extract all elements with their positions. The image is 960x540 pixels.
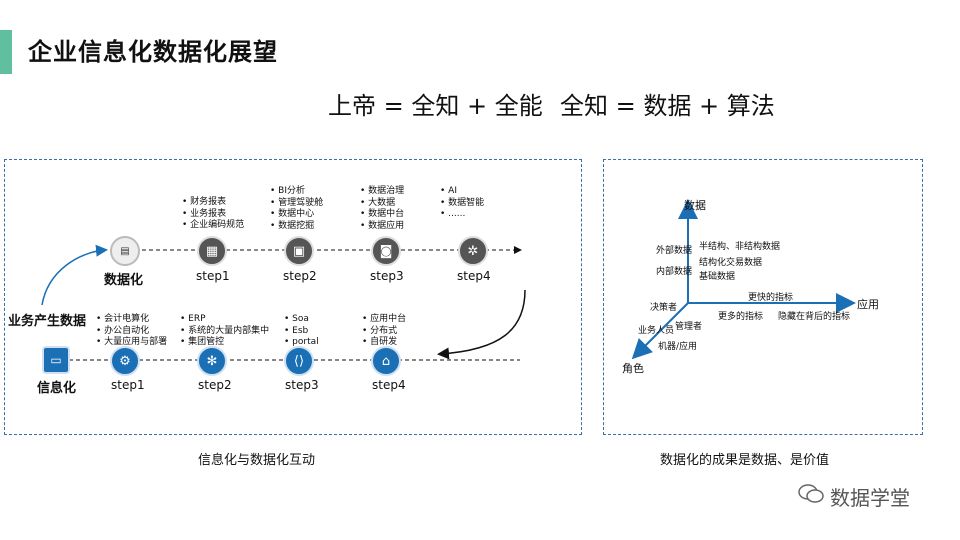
interaction-caption: 信息化与数据化互动 — [198, 453, 316, 468]
report-icon: ▦ — [197, 236, 227, 266]
wechat-icon — [798, 484, 824, 504]
list-item: ...... — [440, 209, 484, 221]
data-item-structured: 结构化交易数据 — [699, 258, 763, 268]
formula-omniscience: 全知 = 数据 + 算法 — [560, 92, 775, 120]
list-item: 办公自动化 — [96, 326, 167, 338]
value-panel — [603, 159, 923, 435]
gear-icon: ⚙ — [110, 346, 140, 376]
data-item-internal: 内部数据 — [656, 267, 693, 277]
list-item: 应用中台 — [362, 314, 406, 326]
list-item: AI — [440, 186, 484, 198]
role-item-machine: 机器/应用 — [658, 342, 698, 352]
list-item: 管理驾驶舱 — [270, 198, 323, 210]
role-item-manager: 管理者 — [675, 322, 703, 332]
digitization-step2-list: BI分析 管理驾驶舱 数据中心 数据挖掘 — [270, 186, 323, 232]
list-item: 集团管控 — [180, 337, 269, 349]
app-item-faster: 更快的指标 — [748, 293, 794, 303]
digitization-step1-label: step1 — [196, 269, 230, 283]
data-item-basic: 基础数据 — [699, 272, 736, 282]
informatization-step1-label: step1 — [111, 378, 145, 392]
digitization-step3-label: step3 — [370, 269, 404, 283]
list-item: 数据中台 — [360, 209, 404, 221]
role-item-decision: 决策者 — [650, 303, 678, 313]
formula-god: 上帝 = 全知 + 全能 — [328, 92, 543, 120]
list-item: 数据应用 — [360, 221, 404, 233]
axis-data-label: 数据 — [684, 199, 706, 212]
informatization-step3-label: step3 — [285, 378, 319, 392]
informatization-label: 信息化 — [37, 381, 77, 396]
business-data-label: 业务产生数据 — [8, 314, 87, 329]
list-item: 自研发 — [362, 337, 406, 349]
list-item: 财务报表 — [182, 197, 244, 209]
list-item: 数据中心 — [270, 209, 323, 221]
list-item: 数据挖掘 — [270, 221, 323, 233]
informatization-step2-label: step2 — [198, 378, 232, 392]
ai-gear-icon: ✲ — [458, 236, 488, 266]
list-item: Esb — [284, 326, 319, 338]
title-accent-bar — [0, 30, 12, 74]
app-item-more: 更多的指标 — [718, 312, 764, 322]
axis-role-label: 角色 — [622, 362, 644, 375]
data-item-external: 外部数据 — [656, 246, 693, 256]
data-platform-icon: ◙ — [371, 236, 401, 266]
list-item: BI分析 — [270, 186, 323, 198]
code-file-icon: ⟨⟩ — [284, 346, 314, 376]
list-item: Soa — [284, 314, 319, 326]
interaction-panel — [4, 159, 582, 435]
informatization-step4-list: 应用中台 分布式 自研发 — [362, 314, 406, 349]
digitization-step1-list: 财务报表 业务报表 企业编码规范 — [182, 197, 244, 232]
list-item: 企业编码规范 — [182, 220, 244, 232]
snowflake-icon: ✻ — [197, 346, 227, 376]
informatization-step1-list: 会计电算化 办公自动化 大量应用与部署 — [96, 314, 167, 349]
data-item-unstructured: 半结构、非结构数据 — [699, 242, 781, 252]
digitization-doc-icon: ▤ — [110, 236, 140, 266]
role-item-staff: 业务人员 — [638, 326, 675, 336]
watermark-text: 数据学堂 — [830, 486, 910, 510]
list-item: ERP — [180, 314, 269, 326]
digitization-step4-list: AI 数据智能 ...... — [440, 186, 484, 221]
informatization-step4-label: step4 — [372, 378, 406, 392]
list-item: 分布式 — [362, 326, 406, 338]
list-item: 大量应用与部署 — [96, 337, 167, 349]
app-item-hidden: 隐藏在背后的指标 — [778, 312, 851, 322]
informatization-step2-list: ERP 系统的大量内部集中 集团管控 — [180, 314, 269, 349]
digitization-step4-label: step4 — [457, 269, 491, 283]
list-item: 会计电算化 — [96, 314, 167, 326]
list-item: portal — [284, 337, 318, 349]
list-item: 数据智能 — [440, 198, 484, 210]
axis-app-label: 应用 — [857, 298, 879, 311]
list-item: 业务报表 — [182, 209, 244, 221]
computer-icon: ▭ — [42, 346, 70, 374]
building-icon: ⌂ — [371, 346, 401, 376]
digitization-step3-list: 数据治理 大数据 数据中台 数据应用 — [360, 186, 404, 232]
page-title: 企业信息化数据化展望 — [28, 38, 278, 66]
dashboard-icon: ▣ — [284, 236, 314, 266]
digitization-step2-label: step2 — [283, 269, 317, 283]
list-item: 数据治理 — [360, 186, 404, 198]
value-caption: 数据化的成果是数据、是价值 — [660, 453, 830, 468]
informatization-step3-list: Soa Esb portal — [284, 314, 319, 349]
list-item: 大数据 — [360, 198, 404, 210]
list-item: 系统的大量内部集中 — [180, 326, 269, 338]
digitization-label: 数据化 — [104, 273, 144, 288]
